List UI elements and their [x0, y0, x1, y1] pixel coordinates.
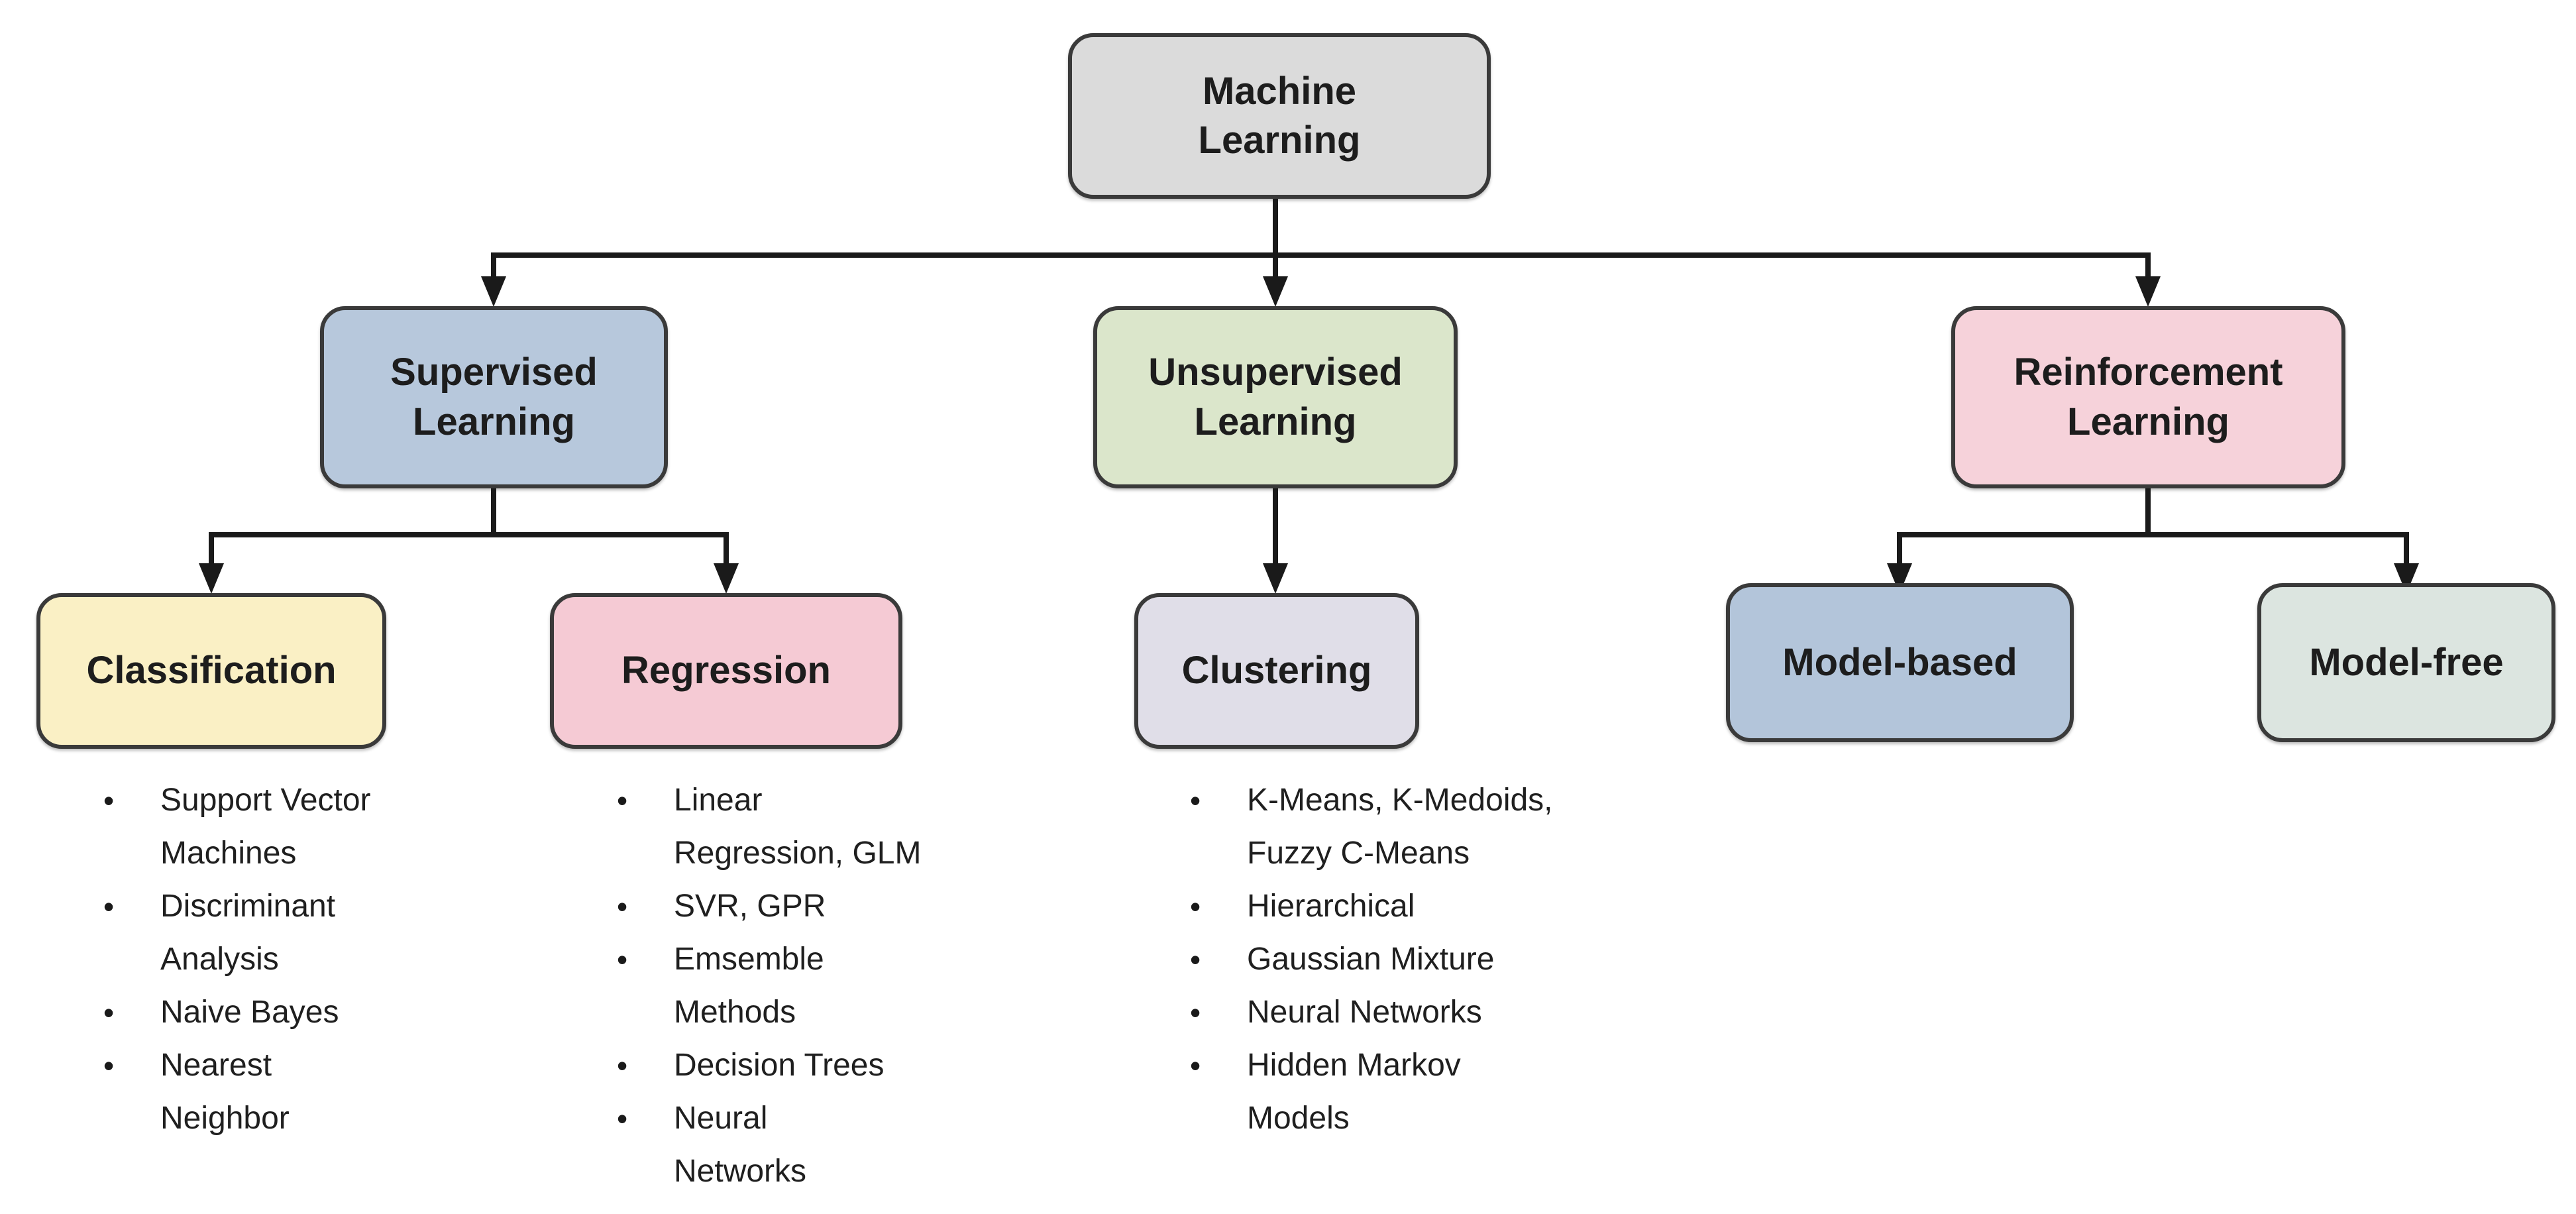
node-regression: Regression — [550, 593, 902, 749]
arrow-down-supervised-icon — [481, 276, 506, 307]
list-item: Neural Networks — [613, 1092, 957, 1198]
list-item: Discriminant Analysis — [99, 880, 444, 986]
regression-method-list: Linear Regression, GLM SVR, GPR Emsemble… — [613, 774, 957, 1198]
node-supervised-learning-label: Supervised Learning — [390, 351, 598, 443]
node-model-based: Model-based — [1726, 583, 2074, 742]
connector-l1-horizontal — [491, 252, 2151, 258]
list-item: Decision Trees — [613, 1039, 957, 1092]
list-item: SVR, GPR — [613, 880, 957, 933]
list-item: Support Vector Machines — [99, 774, 444, 880]
arrow-down-reinforcement-icon — [2135, 276, 2161, 307]
connector-drop-regression — [724, 532, 729, 567]
connector-drop-supervised — [491, 252, 496, 280]
node-model-based-label: Model-based — [1782, 640, 2017, 684]
connector-drop-unsupervised — [1273, 252, 1278, 280]
node-clustering: Clustering — [1134, 593, 1419, 749]
clustering-method-list: K-Means, K-Medoids, Fuzzy C-Means Hierar… — [1186, 774, 1597, 1145]
node-clustering-label: Clustering — [1181, 649, 1372, 692]
connector-drop-model-based — [1897, 532, 1902, 567]
connector-drop-reinforcement — [2145, 252, 2151, 280]
node-machine-learning: Machine Learning — [1068, 33, 1491, 199]
node-model-free: Model-free — [2257, 583, 2555, 742]
list-item: K-Means, K-Medoids, Fuzzy C-Means — [1186, 774, 1597, 880]
list-item: Hidden Markov Models — [1186, 1039, 1597, 1145]
list-item: Neural Networks — [1186, 986, 1597, 1039]
node-supervised-learning: Supervised Learning — [320, 306, 668, 488]
arrow-down-clustering-icon — [1263, 563, 1288, 594]
node-unsupervised-learning: Unsupervised Learning — [1093, 306, 1458, 488]
node-classification-label: Classification — [86, 649, 337, 692]
list-item: Naive Bayes — [99, 986, 444, 1039]
node-unsupervised-learning-label: Unsupervised Learning — [1148, 351, 1403, 443]
connector-reinforcement-horizontal — [1897, 532, 2409, 537]
connector-reinforcement-stem — [2145, 488, 2151, 537]
list-item: Nearest Neighbor — [99, 1039, 444, 1145]
node-machine-learning-label: Machine Learning — [1198, 69, 1361, 162]
connector-supervised-stem — [491, 488, 496, 537]
list-item: Linear Regression, GLM — [613, 774, 957, 880]
list-item: Gaussian Mixture — [1186, 933, 1597, 986]
classification-method-list: Support Vector Machines Discriminant Ana… — [99, 774, 444, 1145]
node-reinforcement-learning-label: Reinforcement Learning — [2013, 351, 2283, 443]
list-item: Emsemble Methods — [613, 933, 957, 1039]
connector-supervised-horizontal — [209, 532, 729, 537]
arrow-down-unsupervised-icon — [1263, 276, 1288, 307]
node-model-free-label: Model-free — [2309, 640, 2504, 684]
list-item: Hierarchical — [1186, 880, 1597, 933]
node-regression-label: Regression — [621, 649, 831, 692]
node-reinforcement-learning: Reinforcement Learning — [1951, 306, 2345, 488]
arrow-down-classification-icon — [199, 563, 224, 594]
connector-unsupervised-stem — [1273, 488, 1278, 568]
arrow-down-regression-icon — [714, 563, 739, 594]
node-classification: Classification — [36, 593, 386, 749]
connector-drop-classification — [209, 532, 214, 567]
connector-ml-stem — [1273, 199, 1278, 258]
connector-drop-model-free — [2404, 532, 2409, 567]
